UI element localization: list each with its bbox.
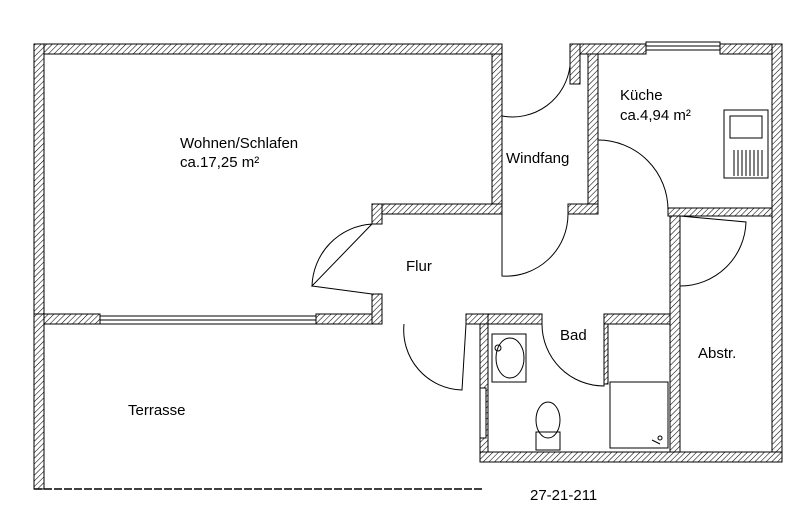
wall-wohnen-bottom-a: [43, 313, 101, 325]
wall-bottom: [479, 451, 783, 463]
doors: [311, 56, 747, 391]
wall-flur-top-left: [371, 203, 503, 215]
door-abstr: [679, 215, 747, 287]
wall-flur-top-right: [567, 203, 599, 215]
door-wohnen: [311, 223, 373, 295]
plan-id: 27-21-211: [530, 487, 597, 504]
room-name-terrasse: Terrasse: [128, 402, 186, 419]
stove-icon: [723, 109, 769, 179]
wall-top-left: [33, 43, 503, 55]
room-name-flur: Flur: [406, 258, 432, 275]
wall-kueche-bottom: [667, 207, 773, 217]
sink-icon: [491, 333, 527, 383]
door-windfang-entry: [501, 56, 571, 118]
room-area-wohnen: ca.17,25 m²: [180, 154, 259, 171]
wall-top-right-a: [569, 43, 647, 55]
room-name-wohnen: Wohnen/Schlafen: [180, 135, 298, 152]
labels: Wohnen/Schlafen ca.17,25 m² Küche ca.4,9…: [128, 87, 736, 504]
wall-bad-top-b: [603, 313, 681, 325]
shower-icon: [609, 381, 669, 449]
wall-bad-shower-div: [603, 323, 609, 385]
door-flur-terrasse: [403, 323, 467, 391]
wall-right: [771, 43, 783, 463]
door-windfang-flur: [501, 213, 569, 277]
wall-left-terrace: [33, 313, 45, 490]
wall-bad-stub: [465, 313, 489, 325]
wall-windfang-stub: [569, 43, 581, 85]
wall-windfang-right: [587, 53, 599, 215]
toilet-icon: [535, 401, 561, 451]
wall-windfang-left: [491, 53, 503, 205]
wall-flur-left-stub: [371, 203, 383, 225]
window-bad: [479, 387, 487, 439]
fixtures: [491, 109, 769, 451]
room-name-abstr: Abstr.: [698, 345, 736, 362]
windows: [99, 41, 721, 439]
door-bad: [541, 323, 605, 387]
wall-abstr-left: [669, 215, 681, 453]
room-name-kueche: Küche: [620, 87, 663, 104]
room-name-windfang: Windfang: [506, 150, 569, 167]
room-name-bad: Bad: [560, 327, 587, 344]
door-kueche: [597, 139, 669, 211]
wall-flur-left-lower: [371, 293, 383, 325]
wall-left: [33, 43, 45, 315]
room-area-kueche: ca.4,94 m²: [620, 107, 691, 124]
